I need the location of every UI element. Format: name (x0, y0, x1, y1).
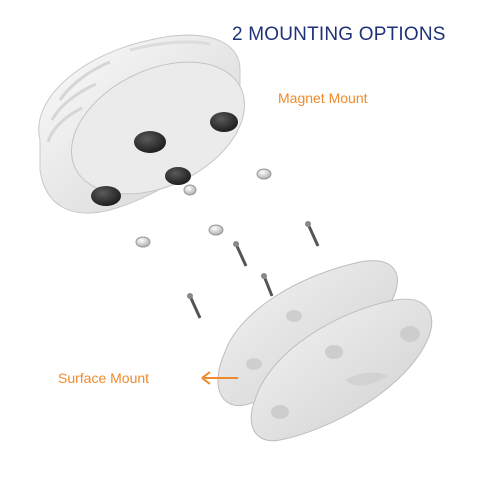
nut (208, 224, 224, 236)
magnet (91, 186, 121, 206)
junction-box-housing (38, 34, 246, 214)
surface-mount-plate (250, 298, 433, 442)
surface-mount-label: Surface Mount (58, 370, 150, 386)
surface-mount-plate (217, 260, 398, 407)
nut (183, 184, 197, 196)
magnet (210, 112, 238, 132)
magnet (134, 131, 166, 153)
arrow-left-icon (201, 371, 238, 385)
page-title: 2 MOUNTING OPTIONS (232, 24, 446, 45)
magnet-mount-label: Magnet Mount (278, 90, 368, 106)
screw (305, 221, 320, 247)
nut (135, 236, 151, 248)
screw (187, 293, 202, 319)
magnet (165, 167, 191, 185)
screw (261, 273, 274, 297)
screw (233, 241, 248, 267)
nut (256, 168, 272, 180)
